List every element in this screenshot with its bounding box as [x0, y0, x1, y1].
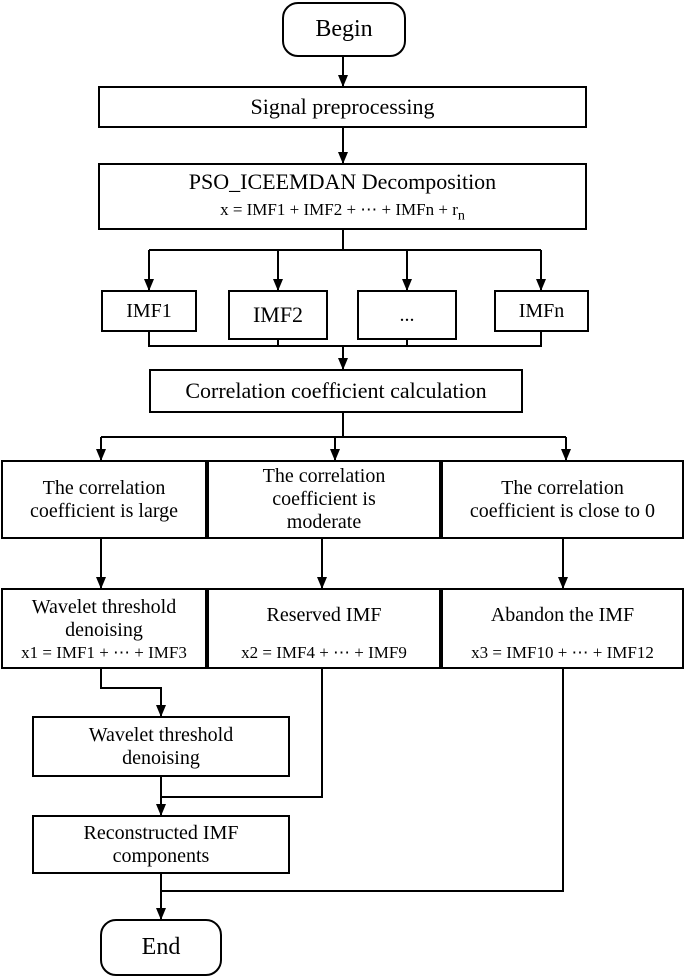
imf-ellipsis-box: ... — [357, 290, 457, 340]
close-to-zero-correlation-label: The correlation coefficient is close to … — [469, 476, 656, 522]
correlation-calculation-label: Correlation coefficient calculation — [185, 378, 487, 404]
x2-formula: x2 = IMF4 + ⋯ + IMF9 — [241, 643, 407, 663]
close-to-zero-correlation-box: The correlation coefficient is close to … — [441, 460, 684, 539]
imf1-box: IMF1 — [101, 290, 197, 332]
reserved-imf-title: Reserved IMF — [266, 604, 382, 626]
end-node: End — [100, 919, 222, 976]
line-abandon-join — [161, 669, 564, 892]
end-label: End — [141, 933, 181, 960]
moderate-correlation-label: The correlation coefficient is moderate — [262, 465, 386, 533]
reconstructed-imf-box: Reconstructed IMF components — [32, 815, 290, 874]
wavelet-denoising-box-2: Wavelet threshold denoising — [32, 716, 290, 777]
abandon-imf-box: Abandon the IMF x3 = IMF10 + ⋯ + IMF12 — [441, 588, 684, 669]
wavelet-denoising-title-1: Wavelet threshold denoising — [31, 596, 177, 641]
moderate-correlation-box: The correlation coefficient is moderate — [207, 460, 441, 539]
x1-formula: x1 = IMF1 + ⋯ + IMF3 — [21, 643, 187, 663]
reconstructed-imf-label: Reconstructed IMF components — [83, 821, 239, 867]
reserved-imf-box: Reserved IMF x2 = IMF4 + ⋯ + IMF9 — [207, 588, 441, 669]
wavelet-denoising-box-1: Wavelet threshold denoising x1 = IMF1 + … — [1, 588, 207, 669]
correlation-calculation-box: Correlation coefficient calculation — [149, 369, 523, 413]
line-merge-bus — [148, 332, 542, 347]
imf-ellipsis-label: ... — [399, 303, 415, 326]
imf2-box: IMF2 — [228, 290, 328, 340]
begin-node: Begin — [282, 2, 406, 57]
imfn-label: IMFn — [518, 299, 565, 322]
line-reserved-join — [161, 669, 323, 798]
arrow-wavelet1-to-wavelet2 — [100, 669, 166, 717]
large-correlation-box: The correlation coefficient is large — [1, 460, 207, 539]
decomposition-formula: x = IMF1 + IMF2 + ⋯ + IMFn + rn — [220, 200, 465, 224]
begin-label: Begin — [315, 15, 373, 42]
signal-preprocessing-label: Signal preprocessing — [250, 94, 435, 120]
signal-preprocessing-box: Signal preprocessing — [98, 86, 587, 128]
wavelet-denoising-label-2: Wavelet threshold denoising — [88, 723, 234, 769]
imfn-box: IMFn — [494, 290, 589, 332]
x3-formula: x3 = IMF10 + ⋯ + IMF12 — [471, 643, 654, 663]
decomposition-title: PSO_ICEEMDAN Decomposition — [188, 169, 497, 194]
decomposition-formula-main: x = IMF1 + IMF2 + ⋯ + IMFn + r — [220, 200, 458, 220]
abandon-imf-title: Abandon the IMF — [490, 604, 635, 626]
imf2-label: IMF2 — [252, 302, 304, 328]
imf1-label: IMF1 — [126, 299, 172, 322]
large-correlation-label: The correlation coefficient is large — [29, 476, 179, 522]
decomposition-box: PSO_ICEEMDAN Decomposition x = IMF1 + IM… — [98, 163, 587, 230]
decomposition-formula-subscript: n — [457, 207, 465, 224]
